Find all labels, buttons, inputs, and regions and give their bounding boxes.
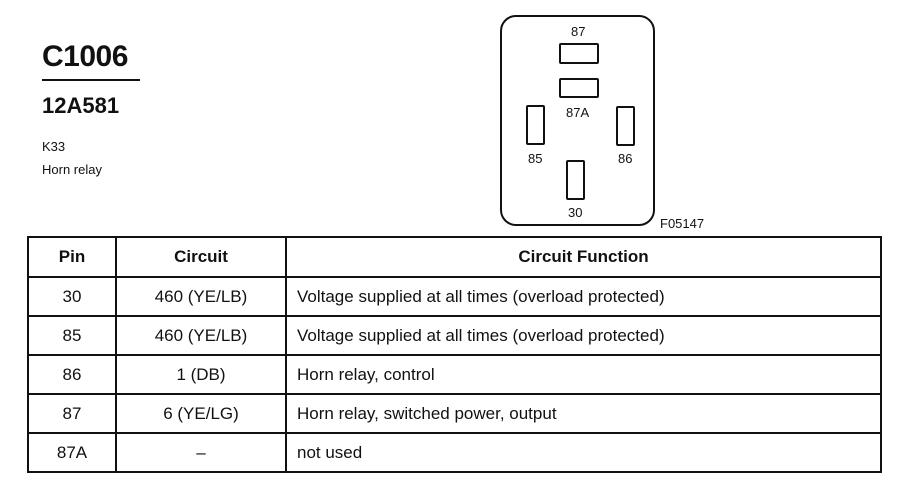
figure-code: F05147 — [660, 216, 705, 231]
circuit-function-cell: Horn relay, control — [285, 354, 882, 395]
circuit-cell: 460 (YE/LB) — [115, 276, 287, 317]
table-row: 87A – not used — [27, 432, 882, 473]
column-header-pin: Pin — [27, 236, 117, 278]
pinout-table: Pin Circuit Circuit Function 30 460 (YE/… — [27, 236, 882, 473]
connector-id: C1006 — [42, 40, 128, 73]
pin-cell: 85 — [27, 315, 117, 356]
column-header-circuit-function: Circuit Function — [285, 236, 882, 278]
pin-87-label: 87 — [571, 24, 586, 39]
circuit-cell: – — [115, 432, 287, 473]
table-row: 87 6 (YE/LG) Horn relay, switched power,… — [27, 393, 882, 434]
pin-cell: 87A — [27, 432, 117, 473]
circuit-function-cell: Horn relay, switched power, output — [285, 393, 882, 434]
table-row: 86 1 (DB) Horn relay, control — [27, 354, 882, 395]
reference-code: K33 — [42, 139, 66, 154]
circuit-function-cell: not used — [285, 432, 882, 473]
title-underline — [42, 79, 140, 81]
relay-outline — [500, 15, 655, 226]
pin-87a-label: 87A — [566, 105, 590, 120]
pin-30-label: 30 — [568, 205, 583, 220]
pin-86-label: 86 — [618, 151, 633, 166]
pin-85-label: 85 — [528, 151, 543, 166]
pin-87-terminal — [559, 43, 599, 64]
pin-30-terminal — [566, 160, 585, 200]
circuit-function-cell: Voltage supplied at all times (overload … — [285, 276, 882, 317]
circuit-cell: 6 (YE/LG) — [115, 393, 287, 434]
pin-85-terminal — [526, 105, 545, 145]
table-row: 30 460 (YE/LB) Voltage supplied at all t… — [27, 276, 882, 317]
pin-86-terminal — [616, 106, 635, 146]
circuit-function-cell: Voltage supplied at all times (overload … — [285, 315, 882, 356]
pin-cell: 87 — [27, 393, 117, 434]
pin-87a-terminal — [559, 78, 599, 98]
circuit-cell: 460 (YE/LB) — [115, 315, 287, 356]
column-header-circuit: Circuit — [115, 236, 287, 278]
pin-cell: 86 — [27, 354, 117, 395]
table-row: 85 460 (YE/LB) Voltage supplied at all t… — [27, 315, 882, 356]
circuit-cell: 1 (DB) — [115, 354, 287, 395]
pin-cell: 30 — [27, 276, 117, 317]
part-number: 12A581 — [42, 93, 120, 118]
component-name: Horn relay — [42, 162, 102, 177]
table-header-row: Pin Circuit Circuit Function — [27, 236, 882, 278]
